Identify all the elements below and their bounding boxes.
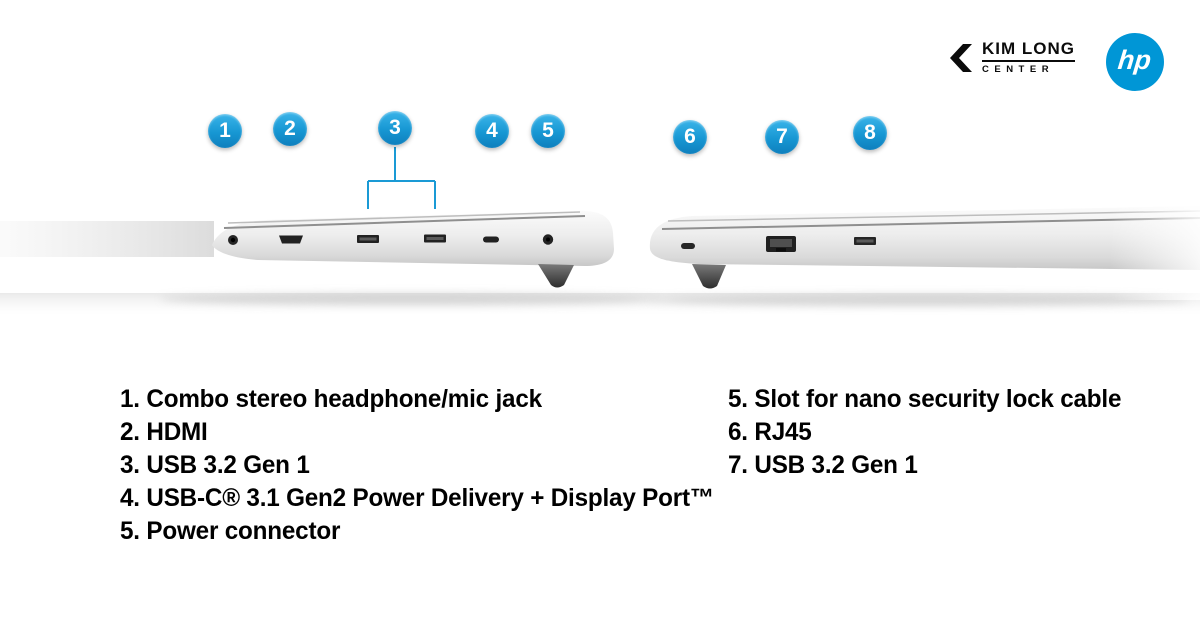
headphone-mic-jack-inner (230, 237, 236, 243)
legend-item: 2. HDMI (120, 418, 208, 446)
rj45-latch-notch (776, 248, 786, 252)
usb-a-port-tongue (856, 239, 874, 243)
legend-item: 5. Slot for nano security lock cable (728, 385, 1122, 413)
motion-blur-left (0, 221, 214, 257)
laptop-left-foot (538, 264, 574, 288)
laptop-right-foot (692, 264, 726, 289)
callout-5: 5 (531, 114, 565, 148)
callout-7: 7 (765, 120, 799, 154)
laptop-left-ports (228, 234, 554, 245)
power-connector-pin (546, 237, 550, 242)
callout-8: 8 (853, 116, 887, 150)
legend-item: 3. USB 3.2 Gen 1 (120, 451, 310, 479)
callout-1: 1 (208, 114, 242, 148)
laptop-right-body (649, 206, 1200, 270)
legend-item: 6. RJ45 (728, 418, 812, 446)
laptop-left-top-edge (227, 211, 581, 224)
laptop-left-lid-seam (223, 215, 586, 229)
usb-a-port-1-tongue (359, 237, 377, 241)
callout-2: 2 (273, 112, 307, 146)
rj45-port-inner (770, 239, 792, 247)
legend-left-column: 1. Combo stereo headphone/mic jack 2. HD… (120, 383, 714, 548)
callout-3-bracket (367, 147, 436, 209)
hp-logo: hp (1106, 33, 1164, 91)
motion-blur-right (1110, 195, 1200, 300)
store-name: KIM LONG (982, 39, 1075, 58)
laptop-left-body (212, 210, 614, 266)
legend-item: 4. USB-C® 3.1 Gen2 Power Delivery + Disp… (120, 484, 714, 512)
usb-c-port (483, 236, 499, 243)
legend-item: 7. USB 3.2 Gen 1 (728, 451, 918, 479)
laptop-right-shadow (650, 294, 1190, 306)
logo-divider (982, 60, 1075, 62)
kim-long-center-logo: KIM LONG CENTER (948, 40, 1075, 75)
nano-security-lock-slot (681, 243, 695, 249)
usb-a-port-2-tongue (426, 237, 444, 240)
legend-item: 1. Combo stereo headphone/mic jack (120, 385, 542, 413)
hp-logo-text: hp (1115, 44, 1153, 75)
callout-6: 6 (673, 120, 707, 154)
callout-4: 4 (475, 114, 509, 148)
kim-long-wordmark: KIM LONG CENTER (982, 40, 1075, 75)
laptop-right-side-view (649, 195, 1200, 306)
callout-3: 3 (378, 111, 412, 145)
laptop-right-ports (681, 236, 876, 252)
laptop-left-shadow (160, 293, 660, 305)
legend-item: 5. Power connector (120, 517, 341, 545)
hdmi-port (279, 235, 303, 244)
laptop-left-side-view (160, 210, 660, 305)
kim-long-chevron-icon (950, 43, 972, 72)
store-sub-name: CENTER (982, 64, 1055, 75)
legend-right-column: 5. Slot for nano security lock cable 6. … (728, 383, 1121, 482)
